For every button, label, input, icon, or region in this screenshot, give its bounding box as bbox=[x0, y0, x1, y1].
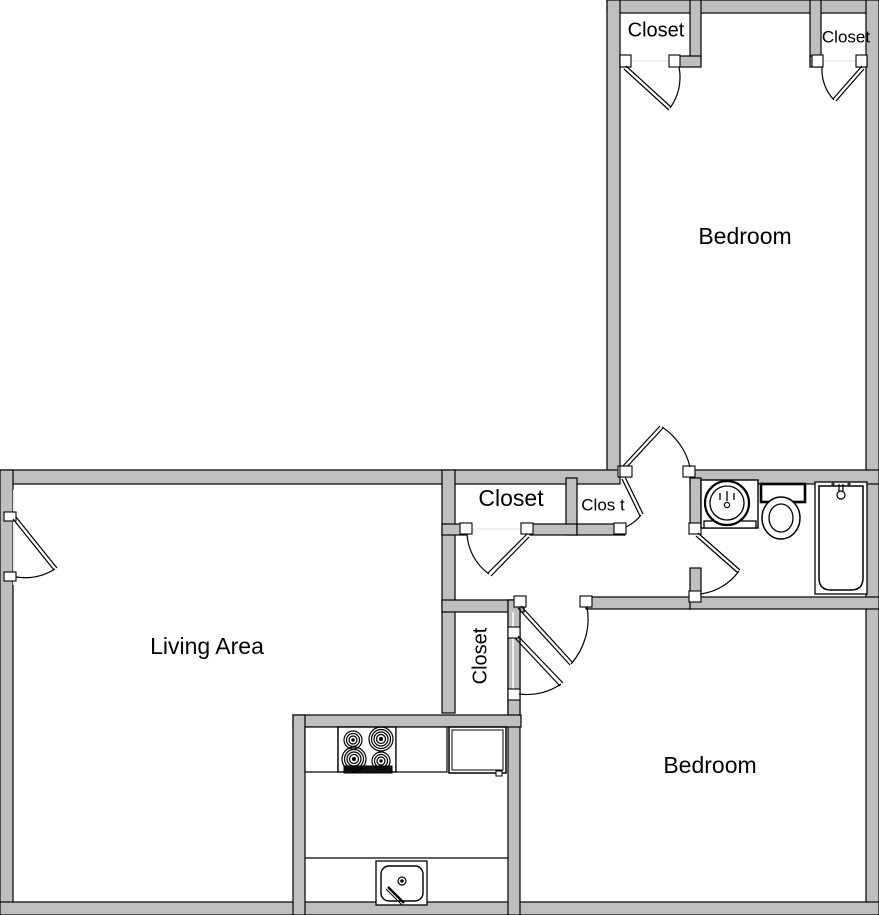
bathtub bbox=[814, 481, 868, 595]
refrigerator bbox=[448, 726, 507, 777]
doors[interactable] bbox=[3, 54, 868, 701]
wall-hall-closet-bottom-b bbox=[529, 523, 578, 536]
room-label-closet-top-right: Closet bbox=[822, 27, 870, 46]
entry-door-living-area[interactable] bbox=[3, 511, 58, 582]
closet-door-small[interactable] bbox=[613, 465, 644, 535]
burner-small-top-left bbox=[343, 730, 363, 750]
bathroom-fixtures bbox=[700, 479, 868, 595]
closet-door-top-left[interactable] bbox=[619, 54, 681, 111]
wall-mid-bottom-a bbox=[585, 596, 692, 610]
wall-top-exterior bbox=[606, 0, 879, 14]
wall-closet-topleft-right bbox=[689, 0, 702, 63]
burner-large-top-right bbox=[368, 726, 394, 752]
wall-kitchen-left bbox=[292, 714, 306, 915]
room-label-bedroom-top: Bedroom bbox=[698, 223, 791, 249]
closet-door-hall[interactable] bbox=[459, 522, 534, 577]
bathroom-sink-vanity bbox=[700, 479, 759, 529]
wall-bath-left bbox=[689, 477, 702, 525]
wall-living-top-exterior bbox=[0, 469, 621, 485]
bedroom-door-bottom[interactable] bbox=[513, 595, 593, 666]
wall-closet-topleft-bottom-b bbox=[678, 55, 702, 68]
room-label-closet-hall: Closet bbox=[478, 485, 544, 511]
room-label-closet-small: Clos t bbox=[581, 495, 625, 514]
kitchen-sink bbox=[375, 860, 428, 906]
kitchen-counter-right bbox=[395, 726, 448, 773]
wall-closet-topright-left bbox=[809, 0, 822, 63]
bathroom-door[interactable] bbox=[688, 522, 741, 603]
burner-small-bottom-right bbox=[371, 751, 391, 771]
wall-hall-closet-left bbox=[441, 469, 456, 714]
burner-large-bottom-left bbox=[341, 746, 367, 772]
wall-left-exterior bbox=[0, 469, 14, 915]
room-label-bedroom-bottom: Bedroom bbox=[663, 752, 756, 778]
room-label-living-area: Living Area bbox=[150, 633, 264, 659]
room-label-closet-top-left: Closet bbox=[628, 19, 685, 41]
wall-upper-left-exterior bbox=[606, 0, 621, 479]
room-label-closet-vertical: Closet bbox=[469, 627, 491, 684]
closet-door-top-right[interactable] bbox=[811, 54, 868, 102]
wall-kitchen-top bbox=[292, 714, 522, 728]
toilet bbox=[759, 482, 807, 540]
stove-range bbox=[337, 726, 397, 774]
wall-bottom-exterior bbox=[0, 901, 879, 915]
kitchen-counter-left bbox=[304, 726, 339, 773]
room-labels: Bedroom Bedroom Living Area Closet Close… bbox=[150, 19, 870, 778]
wall-mid-bottom-b bbox=[689, 596, 879, 610]
wall-right-exterior bbox=[865, 0, 879, 915]
kitchen-fixtures bbox=[304, 726, 508, 906]
closet-door-vertical[interactable] bbox=[507, 626, 564, 701]
